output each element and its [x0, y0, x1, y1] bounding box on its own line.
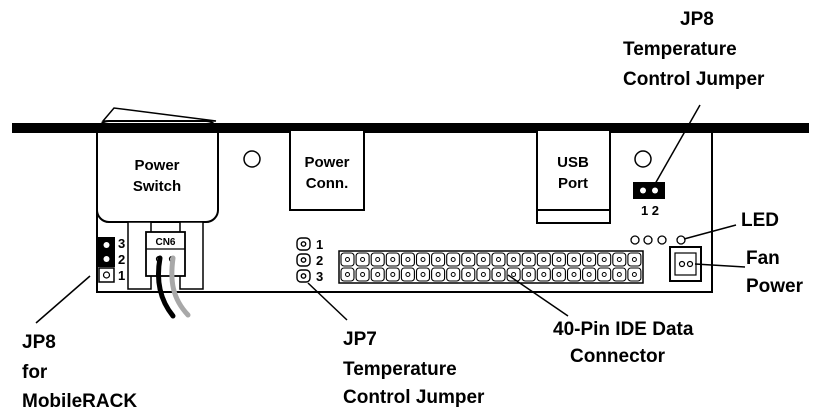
usb-port-label-2: Port [558, 175, 588, 192]
jp8-top-title: JP8 [680, 9, 714, 30]
ide-pin-hole [496, 272, 501, 277]
ide-pin-hole [480, 272, 486, 277]
ide-pin-hole [360, 272, 366, 277]
ide-pin-hole [571, 272, 577, 277]
fan-pin-1 [678, 260, 686, 268]
led-label: LED [741, 210, 779, 231]
fan-pin-2 [686, 260, 694, 268]
jp7-pin-label-1: 1 [316, 237, 323, 252]
ide-pin-hole [526, 257, 532, 262]
ide-connector-label-1: 40-Pin IDE Data [553, 319, 694, 340]
cn6-label: CN6 [155, 237, 175, 248]
jp7-pin-label-2: 2 [316, 253, 323, 268]
ide-pin-hole [631, 272, 637, 277]
ide-pin-hole [601, 257, 607, 262]
fan-power-label-1: Fan [746, 248, 780, 269]
mounting-hole-right [634, 150, 652, 168]
ide-pin-hole [405, 272, 411, 277]
ide-pin-hole [375, 272, 381, 277]
jp8-bottom-title: JP8 [22, 332, 56, 353]
ide-pin-hole [586, 272, 592, 277]
cn6-connector [145, 231, 186, 277]
front-panel-bar [12, 123, 809, 133]
ide-pin-hole [375, 257, 381, 262]
power-switch-rocker [101, 107, 217, 122]
callout-lines [35, 104, 746, 324]
power-connector [289, 129, 365, 211]
ide-pin-hole [586, 257, 592, 262]
mounting-hole-left [243, 150, 261, 168]
ide-pin-hole [571, 257, 577, 262]
ide-pin-hole [480, 257, 486, 262]
ide-pin-hole [390, 272, 396, 277]
ide-pin-hole [631, 257, 637, 262]
ide-pin-hole [465, 257, 471, 262]
jp8-top-jumper [633, 182, 665, 199]
ide-pin-hole [526, 272, 532, 277]
jp8-top-line-3: Control Jumper [623, 69, 765, 90]
ide-pin-hole [616, 272, 622, 277]
ide-connector [338, 250, 644, 284]
usb-port-label-1: USB [557, 154, 589, 171]
jp8-left-pin-label-1: 1 [118, 268, 125, 283]
power-switch-label-2: Switch [133, 178, 181, 195]
jp8-top-pin-2 [652, 187, 658, 194]
led-holes [630, 235, 686, 245]
cn6-cable-black [156, 255, 176, 319]
power-conn-label-1: Power [304, 154, 349, 171]
ide-pin-hole [541, 257, 547, 262]
ide-pin-hole [511, 272, 517, 277]
jp8-left-pin-2 [103, 256, 110, 262]
ide-pin-hole [345, 272, 350, 277]
jp8-left-pin-label-2: 2 [118, 252, 125, 267]
jp8-left-jumper [98, 237, 115, 267]
ide-pin-hole [435, 272, 441, 277]
ide-pin-hole [420, 257, 426, 262]
ide-pin-hole [390, 257, 396, 262]
jp7-pins [296, 237, 311, 283]
ide-pin-hole [556, 257, 562, 262]
jp8-bottom-line-2: for [22, 362, 48, 383]
ide-pin-hole [465, 272, 471, 277]
cn6-cable-gray [169, 255, 191, 318]
jp7-line-2: Temperature [343, 359, 457, 380]
usb-port [536, 129, 611, 211]
jp8-top-pin-numbers: 1 2 [641, 203, 659, 218]
jp8-bottom-line-3: MobileRACK [22, 391, 137, 412]
ide-pin-hole [511, 257, 517, 262]
jp7-pin-label-3: 3 [316, 269, 323, 284]
ide-pin-hole [601, 272, 607, 277]
ide-pin-hole [556, 272, 562, 277]
power-switch-label-1: Power [134, 157, 179, 174]
ide-pin-hole [345, 257, 350, 262]
usb-port-lip [536, 209, 611, 224]
jp8-left-pin-1 [102, 271, 111, 279]
power-conn-label-2: Conn. [306, 175, 349, 192]
ide-pin-hole [360, 257, 366, 262]
jp8-left-pin-3 [103, 242, 110, 248]
power-switch-body [96, 120, 219, 223]
jp8-left-pin-label-3: 3 [118, 236, 125, 251]
jp8-top-pin-1 [640, 187, 646, 194]
jp7-title: JP7 [343, 329, 377, 350]
ide-connector-label-2: Connector [570, 346, 666, 367]
ide-pin-hole [420, 272, 426, 277]
ide-pin-hole [450, 272, 456, 277]
ide-pin-hole [405, 257, 411, 262]
ide-pin-hole [496, 257, 501, 262]
ide-pin-hole [450, 257, 456, 262]
jp7-line-3: Control Jumper [343, 387, 485, 408]
ide-pin-hole [541, 272, 547, 277]
ide-pin-hole [435, 257, 441, 262]
ide-pin-hole [616, 257, 622, 262]
jp8-top-line-2: Temperature [623, 39, 737, 60]
fan-power-label-2: Power [746, 276, 804, 297]
